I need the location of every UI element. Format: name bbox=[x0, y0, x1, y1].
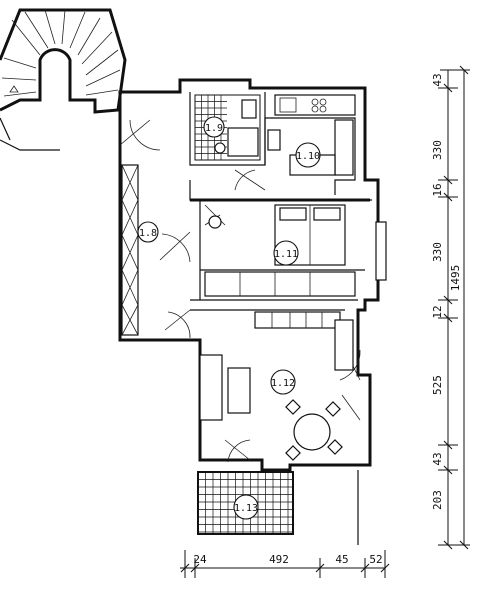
room-label-1-8: 1.8 bbox=[137, 221, 159, 243]
balcony bbox=[197, 470, 359, 545]
dim-330-mid: 330 bbox=[431, 242, 444, 262]
dim-24: 24 bbox=[193, 553, 207, 566]
svg-text:1.12: 1.12 bbox=[271, 378, 295, 389]
svg-text:1.9: 1.9 bbox=[205, 123, 223, 134]
room-label-1-9: 1.9 bbox=[203, 116, 225, 138]
room-label-1-11: 1.11 bbox=[273, 240, 299, 266]
dim-43-bottom: 43 bbox=[431, 452, 444, 465]
room-label-1-10: 1.10 bbox=[295, 142, 321, 168]
svg-text:1.13: 1.13 bbox=[234, 503, 258, 514]
vertical-dimensions: 43 330 16 330 12 525 43 203 1495 bbox=[431, 65, 470, 550]
horizontal-dimensions: 24 492 45 52 bbox=[180, 550, 390, 578]
dim-203: 203 bbox=[431, 490, 444, 510]
dim-492: 492 bbox=[269, 553, 289, 566]
dim-525: 525 bbox=[431, 375, 444, 395]
dim-52: 52 bbox=[369, 553, 382, 566]
wardrobe-1-8 bbox=[121, 164, 139, 336]
svg-text:1.8: 1.8 bbox=[139, 228, 157, 239]
svg-text:1.11: 1.11 bbox=[274, 249, 298, 260]
spiral-staircase bbox=[0, 8, 127, 151]
svg-text:1.10: 1.10 bbox=[296, 151, 320, 162]
dim-43-top: 43 bbox=[431, 73, 444, 86]
dim-330-top: 330 bbox=[431, 140, 444, 160]
dim-16: 16 bbox=[431, 183, 444, 196]
dim-total-1495: 1495 bbox=[449, 265, 462, 292]
living-furniture bbox=[199, 311, 354, 461]
room-label-1-13: 1.13 bbox=[233, 494, 259, 520]
dim-45: 45 bbox=[335, 553, 348, 566]
dim-12: 12 bbox=[431, 305, 444, 318]
room-label-1-12: 1.12 bbox=[270, 369, 296, 395]
